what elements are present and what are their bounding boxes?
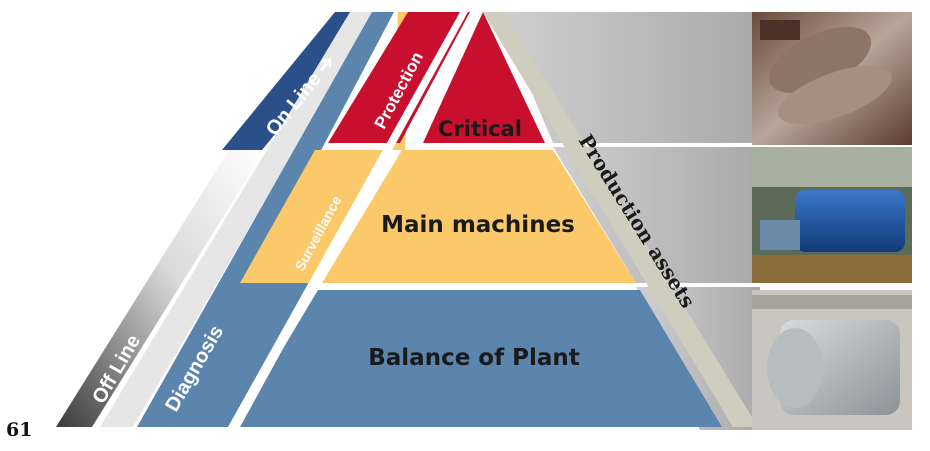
diagnosis-lower bbox=[175, 283, 318, 427]
main-machines-label: Main machines bbox=[381, 212, 575, 238]
separator-diagonal bbox=[228, 12, 468, 427]
diagnosis-band bbox=[137, 12, 394, 427]
production-assets-band bbox=[483, 12, 758, 427]
photo-grey-motor bbox=[752, 290, 912, 430]
pyramid-critical bbox=[423, 12, 545, 143]
photo-turbine bbox=[752, 12, 912, 145]
surveillance-band bbox=[240, 150, 392, 283]
photo-blue-motor bbox=[752, 147, 912, 283]
critical-label: Critical bbox=[438, 117, 522, 141]
online-light-band bbox=[100, 12, 376, 427]
page-number: 61 bbox=[6, 419, 33, 441]
pyramid-balance bbox=[236, 290, 722, 427]
protection-band bbox=[328, 12, 470, 143]
pyramid-main bbox=[322, 150, 636, 283]
balance-of-plant-label: Balance of Plant bbox=[368, 345, 580, 371]
offline-band bbox=[56, 150, 265, 427]
